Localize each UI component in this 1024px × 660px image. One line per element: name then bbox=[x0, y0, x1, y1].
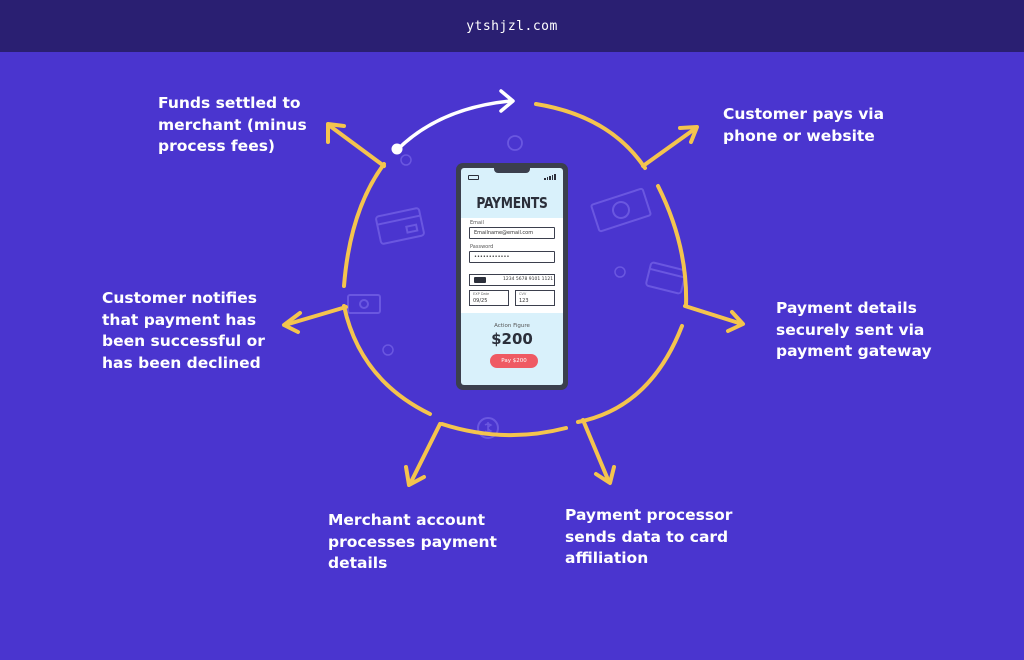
password-label: Password bbox=[470, 244, 494, 250]
expiry-field[interactable]: EXP Date 09/25 bbox=[469, 290, 509, 306]
clock-icon bbox=[382, 344, 394, 356]
cycle-arc-4 bbox=[440, 422, 568, 438]
step-arrow-1-head bbox=[678, 125, 699, 144]
coin-icon bbox=[507, 135, 523, 151]
step-label-2: Payment details securely sent via paymen… bbox=[776, 299, 932, 360]
step-arrow-2-head bbox=[726, 310, 745, 333]
step-label-1: Customer pays via phone or website bbox=[723, 105, 885, 145]
action-label: Action Figure bbox=[494, 323, 530, 329]
clock-icon bbox=[400, 154, 412, 166]
payment-form: Email Emailname@email.com Password •••••… bbox=[461, 218, 563, 313]
clock-icon bbox=[614, 266, 626, 278]
step-label-6: Funds settled to merchant (minus process… bbox=[158, 94, 307, 155]
step-arrow-6-head bbox=[326, 122, 346, 144]
card-number-field[interactable]: 1234 5678 9101 1121 bbox=[469, 274, 555, 286]
expiry-caption: EXP Date bbox=[473, 292, 490, 296]
email-field[interactable]: Emailname@email.com bbox=[469, 227, 555, 239]
phone-mockup: PAYMENTS Email Emailname@email.com Passw… bbox=[456, 163, 568, 390]
start-arrow bbox=[396, 99, 512, 151]
cycle-arc-3 bbox=[576, 324, 684, 424]
step-label-5: Customer notifies that payment has been … bbox=[102, 289, 265, 372]
card-number-value: 1234 5678 9101 1121 bbox=[503, 277, 554, 282]
payments-title: PAYMENTS bbox=[476, 194, 548, 212]
step-label-4: Merchant account processes payment detai… bbox=[328, 511, 497, 572]
credit-card-icon bbox=[375, 207, 425, 245]
step-arrow-3 bbox=[581, 418, 611, 484]
step-arrow-5 bbox=[283, 305, 348, 327]
start-dot bbox=[391, 143, 403, 155]
step-arrow-3-head bbox=[594, 465, 616, 485]
header-bar: ytshjzl.com bbox=[0, 0, 1024, 52]
cycle-arc-6 bbox=[342, 162, 386, 288]
cycle-arc-1 bbox=[534, 102, 647, 170]
banknote-icon bbox=[590, 187, 652, 233]
step-arrow-4-head bbox=[404, 465, 426, 487]
step-arrow-2 bbox=[683, 304, 744, 326]
cycle-arc-2 bbox=[656, 184, 689, 308]
step-arrow-6 bbox=[328, 124, 386, 168]
pay-button[interactable]: Pay $200 bbox=[490, 354, 538, 368]
cvv-value: 123 bbox=[519, 298, 529, 304]
payment-amount: $200 bbox=[491, 330, 533, 348]
card-chip-icon bbox=[474, 277, 486, 283]
cvv-field[interactable]: CVV 123 bbox=[515, 290, 555, 306]
start-arrow-head bbox=[499, 89, 515, 113]
step-arrow-5-head bbox=[282, 311, 302, 334]
phone-screen: PAYMENTS Email Emailname@email.com Passw… bbox=[461, 168, 563, 385]
step-label-3: Payment processor sends data to card aff… bbox=[565, 506, 733, 567]
email-label: Email bbox=[470, 220, 484, 226]
site-name[interactable]: ytshjzl.com bbox=[466, 18, 558, 34]
phone-notch bbox=[494, 168, 530, 173]
cvv-caption: CVV bbox=[519, 292, 527, 296]
banknote-icon bbox=[347, 294, 381, 314]
battery-icon bbox=[468, 175, 479, 180]
cycle-arc-5 bbox=[342, 304, 432, 416]
expiry-value: 09/25 bbox=[473, 298, 488, 304]
step-arrow-1 bbox=[641, 126, 698, 168]
credit-card-icon bbox=[645, 261, 687, 295]
step-arrow-4 bbox=[408, 422, 442, 486]
password-field[interactable]: •••••••••••• bbox=[469, 251, 555, 263]
signal-icon bbox=[544, 174, 556, 180]
